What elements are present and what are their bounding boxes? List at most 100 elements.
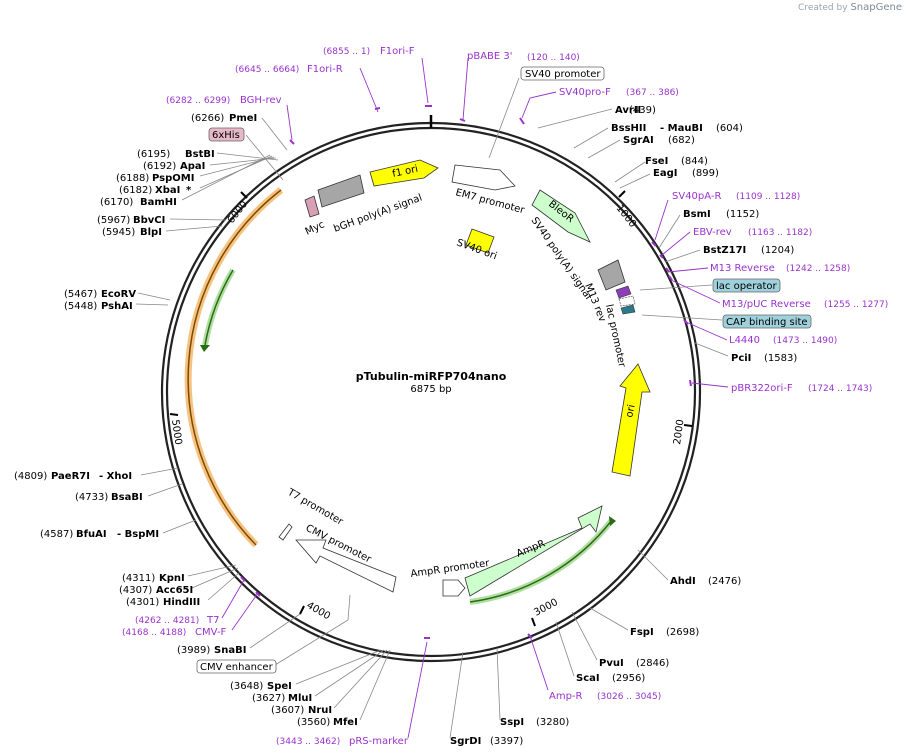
label-xbai[interactable]: XbaI bbox=[155, 185, 180, 196]
feature-m13-rev[interactable] bbox=[615, 285, 632, 299]
feature-cap-site[interactable] bbox=[620, 304, 636, 315]
orf-green-arrowhead-right bbox=[609, 516, 616, 526]
label-sv40pro-f[interactable]: SV40pro-F bbox=[559, 87, 611, 98]
label-bamhi[interactable]: BamHI bbox=[140, 197, 177, 208]
leader-bbvci bbox=[169, 218, 227, 221]
label-maubi[interactable]: - MauBI bbox=[660, 123, 703, 134]
cmv-enhancer-box[interactable] bbox=[196, 659, 277, 674]
label-pshai[interactable]: PshAI bbox=[101, 301, 133, 312]
feature-ampr-promoter[interactable] bbox=[442, 579, 466, 597]
feature-t7-promoter[interactable] bbox=[278, 523, 293, 541]
label-blpi[interactable]: BlpI bbox=[140, 227, 162, 238]
label-avrii[interactable]: AvrII bbox=[615, 105, 641, 116]
label-l4440[interactable]: L4440 bbox=[729, 335, 760, 346]
label-m13-puc-reverse[interactable]: M13/pUC Reverse bbox=[722, 299, 811, 310]
leader-fsei bbox=[614, 161, 646, 183]
label-bstbi[interactable]: BstBI bbox=[185, 149, 215, 160]
label-bfuai[interactable]: BfuAI bbox=[76, 529, 107, 540]
label-m13-reverse[interactable]: M13 Reverse bbox=[710, 263, 775, 274]
label-bsshii[interactable]: BssHII bbox=[611, 123, 646, 134]
label-bgh-rev[interactable]: BGH-rev bbox=[240, 95, 282, 106]
label-t7[interactable]: T7 bbox=[206, 615, 219, 626]
feature-f1-ori-label: f1 ori bbox=[391, 164, 419, 180]
label-cmv-enhancer[interactable]: CMV enhancer bbox=[200, 662, 274, 673]
label-paer7i[interactable]: PaeR7I bbox=[51, 471, 90, 482]
label-cap-binding-site[interactable]: CAP binding site bbox=[726, 317, 808, 328]
label-bsabi[interactable]: BsaBI bbox=[111, 492, 143, 503]
pos-snabi: (3989) bbox=[177, 645, 210, 656]
feature-m13-rev-label: M13 rev bbox=[582, 282, 607, 324]
pos-eagi: (899) bbox=[692, 168, 719, 179]
label-scai[interactable]: ScaI bbox=[576, 673, 600, 684]
label-bsmi[interactable]: BsmI bbox=[683, 209, 711, 220]
label-amp-r[interactable]: Amp-R bbox=[549, 691, 583, 702]
label-kpni[interactable]: KpnI bbox=[159, 573, 185, 584]
label-sspi[interactable]: SspI bbox=[500, 717, 524, 728]
feature-lac-promoter[interactable] bbox=[618, 295, 636, 307]
feature-myc-tag[interactable] bbox=[304, 195, 320, 218]
label-acc65i[interactable]: Acc65I bbox=[156, 585, 193, 596]
leader-pmei bbox=[261, 117, 288, 151]
label-6xhis[interactable]: 6xHis bbox=[212, 130, 240, 141]
tick-6000 bbox=[240, 191, 248, 199]
pos-cmv-f: (4168 .. 4188) bbox=[122, 628, 186, 638]
orf-orange-arc-line bbox=[187, 189, 282, 546]
label-lac-operator[interactable]: lac operator bbox=[716, 281, 777, 292]
lac-operator-box[interactable] bbox=[712, 278, 781, 293]
label-bstz17i[interactable]: BstZ17I bbox=[703, 245, 746, 256]
feature-bleor[interactable] bbox=[531, 189, 591, 243]
pos-acc65i: (4307) bbox=[119, 585, 152, 596]
feature-sv40-ori[interactable] bbox=[465, 228, 495, 254]
pos-sv40pro-f: (367 .. 386) bbox=[626, 88, 679, 98]
label-ebv-rev[interactable]: EBV-rev bbox=[693, 227, 732, 238]
label-f1ori-f[interactable]: F1ori-F bbox=[380, 46, 415, 57]
label-xhoi[interactable]: - XhoI bbox=[99, 471, 132, 482]
primer-mark-ebv-rev bbox=[659, 254, 664, 259]
feature-f1-ori[interactable] bbox=[369, 159, 439, 187]
his-tag-box[interactable] bbox=[208, 127, 245, 142]
label-pmei[interactable]: PmeI bbox=[229, 113, 257, 124]
feature-ampr[interactable] bbox=[464, 505, 603, 597]
label-snabi[interactable]: SnaBI bbox=[214, 645, 246, 656]
label-mfei[interactable]: MfeI bbox=[333, 717, 358, 728]
label-cmv-f[interactable]: CMV-F bbox=[195, 627, 226, 638]
label-fspi[interactable]: FspI bbox=[630, 627, 654, 638]
pos-f1ori-r: (6645 .. 6664) bbox=[235, 65, 299, 75]
label-pbr322ori-f[interactable]: pBR322ori-F bbox=[731, 383, 793, 394]
leader-cap-site bbox=[641, 314, 723, 321]
label-hindiii[interactable]: HindIII bbox=[163, 597, 200, 608]
label-sv40pa-r[interactable]: SV40pA-R bbox=[672, 191, 721, 202]
label-fsei[interactable]: FseI bbox=[645, 156, 668, 167]
label-nrui[interactable]: NruI bbox=[308, 705, 332, 716]
label-sgrdi[interactable]: SgrDI bbox=[450, 736, 481, 747]
label-eagi[interactable]: EagI bbox=[653, 168, 677, 179]
orf-green-arc-right-line bbox=[469, 519, 613, 603]
feature-em7-promoter[interactable] bbox=[451, 164, 516, 191]
label-sv40-promoter[interactable]: SV40 promoter bbox=[525, 69, 601, 80]
leader-f1ori-f bbox=[421, 57, 429, 104]
feature-cmv-promoter[interactable] bbox=[295, 539, 397, 593]
credit-prefix: Created by bbox=[798, 3, 848, 13]
label-apai[interactable]: ApaI bbox=[180, 161, 205, 172]
label-ecorv[interactable]: EcoRV bbox=[101, 289, 136, 300]
feature-bgh-polya[interactable] bbox=[317, 174, 365, 208]
label-pspomi[interactable]: PspOMI bbox=[152, 173, 194, 184]
label-pcii[interactable]: PciI bbox=[731, 353, 751, 364]
feature-ori[interactable] bbox=[611, 363, 651, 477]
orf-green-arc-left-line bbox=[204, 269, 234, 346]
tick-label-2000: 2000 bbox=[672, 419, 686, 446]
label-ahdi[interactable]: AhdI bbox=[670, 576, 696, 587]
cap-binding-site-box[interactable] bbox=[722, 314, 812, 329]
label-spei[interactable]: SpeI bbox=[267, 681, 292, 692]
label-bbvci[interactable]: BbvCI bbox=[133, 215, 165, 226]
label-f1ori-r[interactable]: F1ori-R bbox=[307, 64, 343, 75]
label-mlui[interactable]: MluI bbox=[288, 693, 312, 704]
label-pvui[interactable]: PvuI bbox=[599, 658, 624, 669]
label-bspmi[interactable]: - BspMI bbox=[117, 529, 159, 540]
label-sgrai[interactable]: SgrAI bbox=[623, 135, 654, 146]
leader-acc65i bbox=[191, 567, 239, 589]
label-pbabe3[interactable]: pBABE 3' bbox=[467, 51, 513, 62]
feature-sv40-polya[interactable] bbox=[597, 259, 626, 291]
sv40-promoter-box[interactable] bbox=[520, 66, 605, 81]
label-prs-marker[interactable]: pRS-marker bbox=[349, 736, 409, 747]
